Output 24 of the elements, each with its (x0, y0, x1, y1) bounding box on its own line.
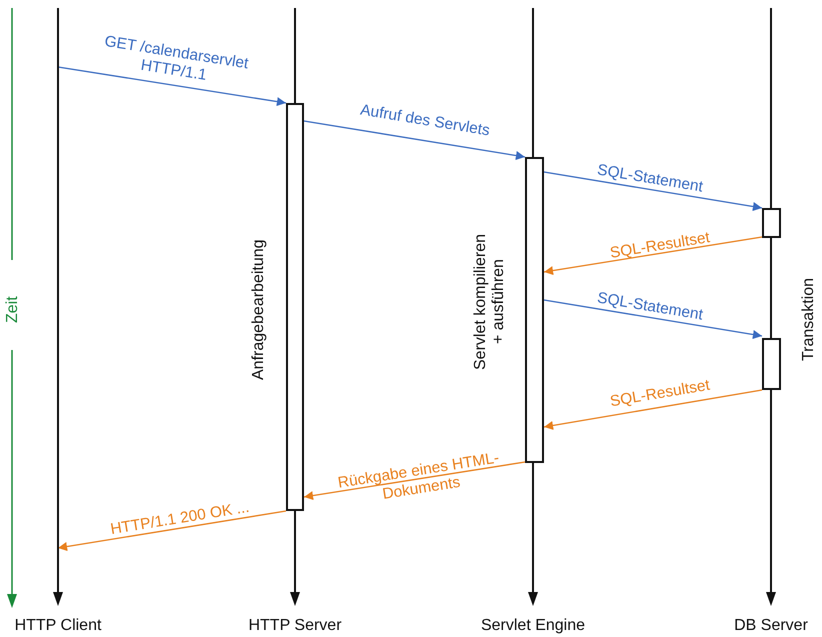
activation-bar (762, 338, 781, 390)
message-arrow (304, 120, 526, 160)
message-arrow (58, 66, 286, 106)
activation-label: Anfragebearbeitung (250, 238, 268, 382)
participant-label: Servlet Engine (480, 617, 586, 635)
activation-label: Servlet kompilieren + ausführen (472, 232, 508, 372)
note-label: Transaktion (800, 278, 818, 364)
message-label: HTTP/1.1 200 OK ... (108, 498, 252, 540)
message-label: Rückgabe eines HTML-Dokuments (336, 448, 502, 505)
activation-bar (525, 157, 544, 463)
participant-label: HTTP Server (247, 617, 343, 635)
message-arrow (544, 171, 762, 211)
message-arrow (544, 299, 762, 339)
message-arrow (304, 461, 526, 500)
participant-label: DB Server (733, 617, 809, 635)
message-label: SQL-Resultset (608, 228, 712, 264)
axis-label: Zeit (4, 295, 22, 326)
activation-bar (286, 103, 304, 511)
message-arrow (58, 510, 286, 552)
message-arrow (544, 389, 762, 430)
message-arrow (544, 236, 762, 276)
activation-bar (762, 208, 781, 238)
participant-label: HTTP Client (14, 617, 102, 635)
message-label: Aufruf des Servlets (358, 100, 492, 142)
